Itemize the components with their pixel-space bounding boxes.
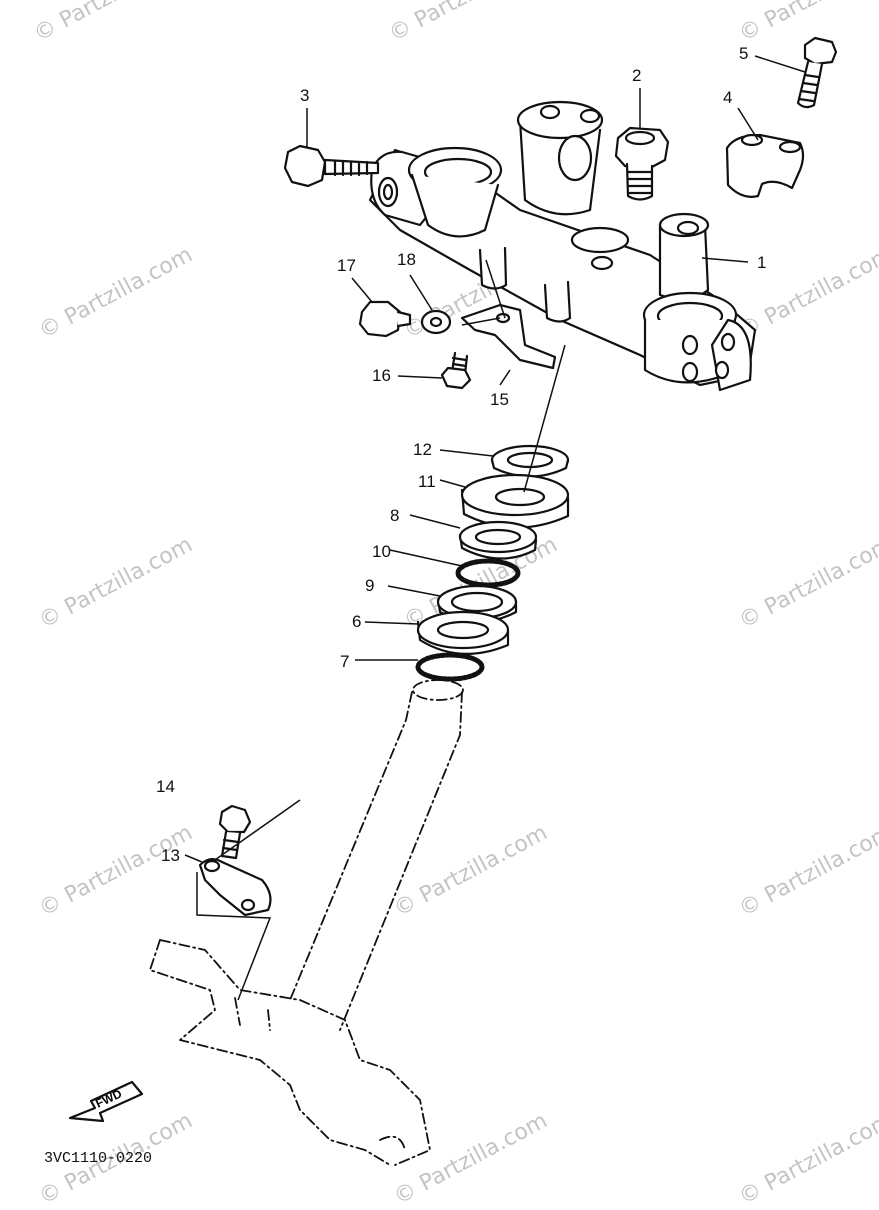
race-8 <box>458 520 538 560</box>
callout-11: 11 <box>418 472 436 491</box>
callout-17: 17 <box>337 256 356 275</box>
nut-17 <box>358 300 412 338</box>
callout-4: 4 <box>723 88 733 107</box>
callout-15: 15 <box>490 390 509 409</box>
callout-2: 2 <box>632 66 642 85</box>
callout-14: 14 <box>156 777 175 796</box>
fwd-arrow <box>68 1080 144 1123</box>
bolt-3 <box>283 144 380 188</box>
callout-5: 5 <box>739 44 749 63</box>
callout-16: 16 <box>372 366 391 385</box>
bearing-10 <box>455 558 521 588</box>
callout-10: 10 <box>372 542 391 561</box>
bolt-2 <box>614 126 670 201</box>
upper-bracket <box>368 100 757 392</box>
race-6 <box>416 610 510 655</box>
leader-lines <box>184 55 806 1001</box>
steering-stem <box>149 679 464 1166</box>
washer-18 <box>420 309 452 335</box>
screw-16 <box>440 351 472 390</box>
screw-14 <box>218 804 252 860</box>
cap-4 <box>725 133 805 198</box>
callout-1: 1 <box>757 253 767 272</box>
diagram-code: 3VC1110-0220 <box>44 1150 153 1167</box>
callout-12: 12 <box>413 440 432 459</box>
callout-6: 6 <box>352 612 362 631</box>
washer-11 <box>460 473 570 529</box>
bearing-7 <box>415 652 485 682</box>
bolt-5 <box>796 36 838 109</box>
callout-8: 8 <box>390 506 400 525</box>
stay-15 <box>460 303 557 370</box>
stay-13 <box>198 858 272 917</box>
callout-9: 9 <box>365 576 375 595</box>
callout-7: 7 <box>340 652 350 671</box>
callout-18: 18 <box>397 250 416 269</box>
callout-3: 3 <box>300 86 310 105</box>
callout-13: 13 <box>161 846 180 865</box>
